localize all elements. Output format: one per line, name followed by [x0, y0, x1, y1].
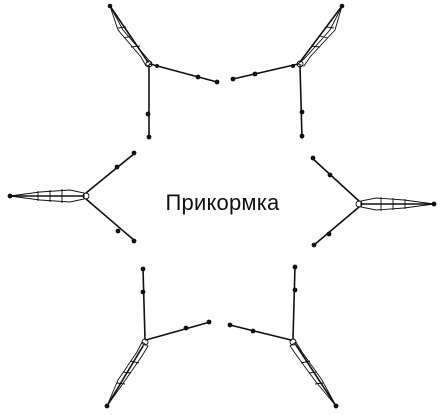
bait-dot [299, 133, 305, 139]
feeder-body [109, 5, 153, 67]
feeder-body [360, 197, 435, 211]
main-line [295, 344, 337, 407]
feeder-body [9, 189, 85, 203]
bait-dot [146, 134, 152, 140]
bait-dot [195, 74, 201, 80]
bait-dot [333, 403, 339, 409]
bait-dot [140, 289, 146, 295]
feeder-rib [129, 360, 140, 364]
bait-dot [291, 64, 295, 68]
bait-dot [155, 64, 159, 68]
bait-dot [339, 3, 345, 9]
feeder-rib [116, 382, 126, 385]
bait-dot [206, 319, 212, 325]
bait-dot [145, 111, 151, 117]
leash [142, 267, 146, 340]
bait-dot [104, 403, 110, 409]
leash [229, 324, 292, 341]
bait-dot [230, 76, 236, 82]
leash [85, 152, 136, 194]
leash [145, 321, 211, 341]
rig-top-left [107, 3, 220, 140]
leash [292, 265, 296, 340]
bait-dot [227, 322, 233, 328]
bait-dot [183, 325, 189, 331]
feeder-rib [310, 45, 321, 48]
feeder-rib [117, 26, 127, 29]
feeder-rib [325, 26, 335, 29]
feeder-body [106, 341, 149, 407]
leash [85, 198, 136, 242]
bait-dot [292, 287, 298, 293]
bait-dot [431, 201, 437, 207]
feeder-rib [130, 45, 141, 48]
leash [313, 206, 360, 246]
feeder-body [297, 5, 343, 67]
bait-dot [214, 79, 220, 85]
bait-dot [140, 266, 146, 272]
bait-dot [131, 150, 137, 156]
leash [299, 65, 303, 139]
rig-bottom-right [227, 264, 339, 409]
rig-left [7, 150, 137, 244]
feeder-body [289, 341, 337, 407]
feeder-rib [319, 35, 329, 39]
bait-dot [115, 228, 121, 234]
rig-bottom-left [104, 266, 212, 409]
feeder-rib [300, 360, 311, 364]
rig-right [310, 155, 437, 248]
rig-top-right [230, 3, 345, 139]
bait-dot [114, 164, 120, 170]
bait-dot [327, 172, 333, 178]
bait-dot [310, 155, 316, 161]
bait-dot [252, 71, 258, 77]
bait-dot [311, 242, 317, 248]
bait-dot [299, 109, 305, 115]
bait-dot [131, 238, 137, 244]
bait-dot [326, 231, 332, 237]
leash [311, 157, 360, 202]
feeder-rib [122, 371, 132, 374]
bait-dot [292, 264, 298, 270]
leash [232, 63, 299, 80]
main-line [109, 5, 149, 63]
center-label: Прикормка [165, 190, 280, 215]
feeder-rib [314, 382, 324, 385]
feeder-rib [123, 35, 132, 39]
bait-dot [107, 3, 113, 9]
main-line [106, 345, 144, 407]
leash [149, 63, 218, 83]
main-line [299, 5, 343, 63]
bait-dot [250, 328, 256, 334]
feeder-rib [308, 371, 318, 374]
bait-dot [7, 193, 13, 199]
